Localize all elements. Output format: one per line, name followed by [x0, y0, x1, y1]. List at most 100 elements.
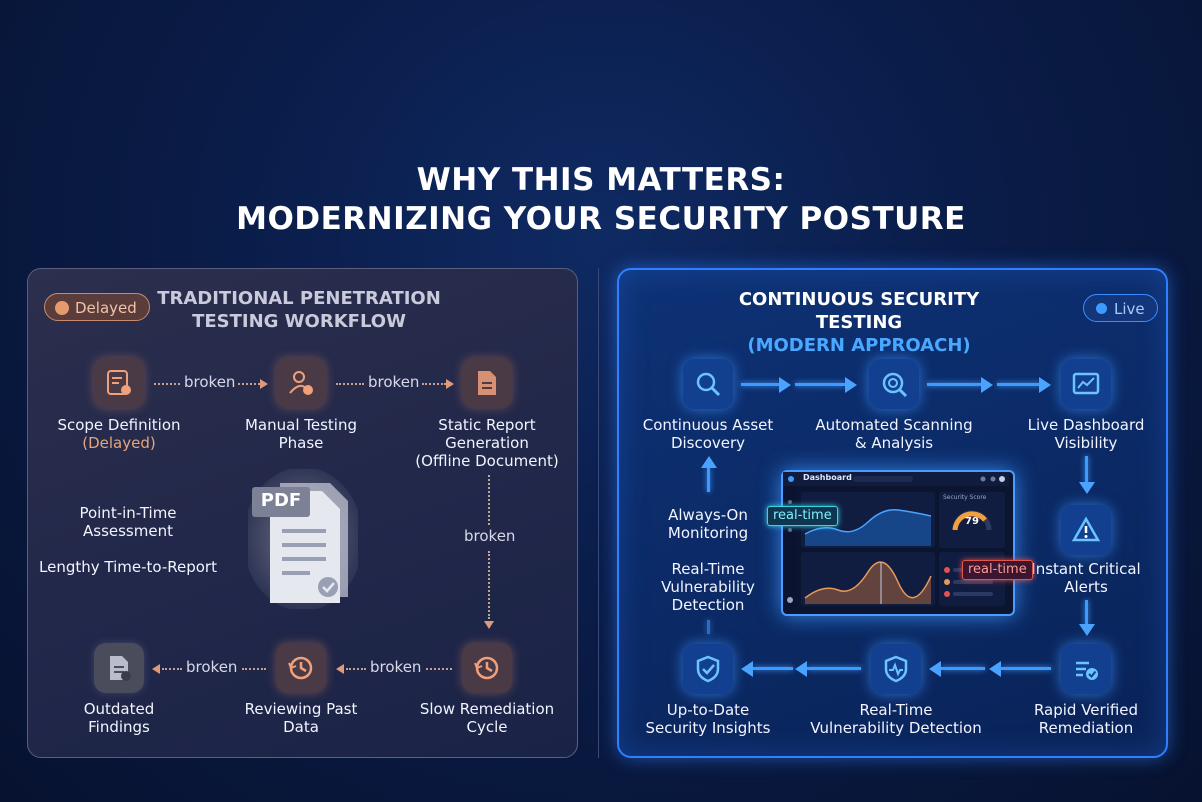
slow-line2: Cycle: [466, 718, 508, 736]
flow-arrow-line: [753, 667, 793, 670]
connector-line: [242, 668, 266, 670]
pdf-label: PDF: [260, 490, 302, 511]
rtvd-node-icon: [871, 644, 921, 694]
outdated-node-icon: [94, 643, 144, 693]
dashboard-title: Dashboard: [803, 473, 852, 482]
arrow-down-icon: [1079, 482, 1095, 494]
flow-arrow-line: [941, 667, 985, 670]
flow-arrow-line: [741, 383, 781, 386]
flow-arrow-line: [1085, 456, 1088, 484]
arrow-right-icon: [845, 377, 857, 393]
insights-node-icon: [683, 644, 733, 694]
static-line2: Generation: [445, 434, 529, 452]
arrow-left-icon: [336, 664, 344, 674]
review-node-label: Reviewing Past Data: [226, 700, 376, 736]
always-line1: Always-On: [668, 506, 748, 524]
arrow-down-icon: [484, 621, 494, 629]
live-badge: Live: [1083, 294, 1158, 322]
always-line2: Monitoring: [667, 524, 749, 542]
discovery-node-icon: [683, 359, 733, 409]
security-score-title: Security Score: [943, 494, 987, 501]
connector-line: [162, 668, 182, 670]
connector-line: [238, 383, 260, 385]
connector-line: [422, 383, 446, 385]
arrow-right-icon: [446, 379, 454, 389]
arrow-left-icon: [152, 664, 160, 674]
connector-line: [154, 383, 180, 385]
traditional-title: TRADITIONAL PENETRATION TESTING WORKFLOW: [154, 287, 444, 333]
dashboard-mockup: Dashboard Security Score 79: [781, 470, 1015, 616]
flow-arrow-line: [707, 468, 710, 492]
manual-line1: Manual Testing: [244, 416, 357, 434]
real-time-tag-red: real-time: [962, 560, 1033, 580]
discovery-node-label: Continuous Asset Discovery: [633, 416, 783, 452]
scanning-line2: & Analysis: [854, 434, 934, 452]
connector-label-broken: broken: [184, 373, 236, 391]
point-line2: Assessment: [83, 522, 173, 540]
clock-icon: [55, 301, 69, 315]
traditional-panel: Delayed TRADITIONAL PENETRATION TESTING …: [27, 268, 578, 758]
flow-arrow-line: [1085, 600, 1088, 626]
flow-arrow-line: [807, 667, 861, 670]
manual-line2: Phase: [278, 434, 324, 452]
remediation-node-label: Rapid Verified Remediation: [1011, 701, 1161, 737]
scope-line1: Scope Definition: [57, 416, 181, 434]
dashboard-line2: Visibility: [1054, 434, 1118, 452]
always-on-text: Always-On Monitoring: [633, 506, 783, 542]
static-node-label: Static Report Generation (Offline Docume…: [412, 416, 562, 470]
live-badge-label: Live: [1114, 300, 1145, 318]
insights-line2: Security Insights: [645, 719, 771, 737]
scope-node-label: Scope Definition (Delayed): [44, 416, 194, 452]
connector-line: [488, 475, 490, 525]
outdated-line1: Outdated: [83, 700, 155, 718]
pdf-document-icon: PDF: [243, 467, 363, 611]
arrow-right-icon: [260, 379, 268, 389]
page-title-line2: MODERNIZING YOUR SECURITY POSTURE: [236, 201, 966, 237]
remediation-node-icon: [1061, 644, 1111, 694]
real-time-tag-cyan: real-time: [767, 506, 838, 526]
alerts-line2: Alerts: [1064, 578, 1108, 596]
rtvd-node-label: Real-Time Vulnerability Detection: [801, 701, 991, 737]
review-line2: Data: [283, 718, 319, 736]
review-line1: Reviewing Past: [244, 700, 358, 718]
arrow-right-icon: [1039, 377, 1051, 393]
connector-line: [488, 551, 490, 619]
flow-arrow-line: [1001, 667, 1051, 670]
dashboard-line1: Live Dashboard: [1027, 416, 1145, 434]
connector-line: [336, 383, 364, 385]
delayed-badge: Delayed: [44, 293, 150, 321]
arrow-up-icon: [701, 456, 717, 468]
traditional-title-line1: TRADITIONAL PENETRATION: [157, 288, 441, 309]
connector-label-broken: broken: [186, 658, 238, 676]
arrow-right-icon: [779, 377, 791, 393]
security-score-value: 79: [965, 516, 979, 527]
continuous-title: CONTINUOUS SECURITY TESTING (MODERN APPR…: [699, 288, 1019, 357]
rt-line1: Real-Time: [671, 560, 745, 578]
scope-line2: (Delayed): [82, 434, 156, 452]
rtvd-line2: Vulnerability Detection: [810, 719, 982, 737]
slow-node-icon: [462, 643, 512, 693]
point-line1: Point-in-Time: [79, 504, 177, 522]
panel-divider: [598, 268, 599, 758]
dashboard-node-icon: [1061, 359, 1111, 409]
connector-line: [346, 668, 366, 670]
continuous-panel: CONTINUOUS SECURITY TESTING (MODERN APPR…: [617, 268, 1168, 758]
rtvd-line1: Real-Time: [859, 701, 933, 719]
connector-label-broken: broken: [370, 658, 422, 676]
connector-line: [426, 668, 452, 670]
flow-arrow-line: [927, 383, 983, 386]
insights-node-label: Up-to-Date Security Insights: [633, 701, 783, 737]
static-line1: Static Report: [438, 416, 536, 434]
flow-arrow-line: [707, 620, 710, 634]
slow-node-label: Slow Remediation Cycle: [412, 700, 562, 736]
lengthy-time-text: Lengthy Time-to-Report: [39, 558, 217, 576]
outdated-node-label: Outdated Findings: [44, 700, 194, 736]
remediation-line1: Rapid Verified: [1033, 701, 1139, 719]
continuous-title-line1: CONTINUOUS SECURITY TESTING: [738, 289, 980, 333]
arrow-left-icon: [929, 661, 941, 677]
scanning-node-label: Automated Scanning & Analysis: [804, 416, 984, 452]
discovery-line1: Continuous Asset: [642, 416, 774, 434]
insights-line1: Up-to-Date: [666, 701, 750, 719]
static-line3: (Offline Document): [415, 452, 559, 470]
arrow-left-icon: [741, 661, 753, 677]
